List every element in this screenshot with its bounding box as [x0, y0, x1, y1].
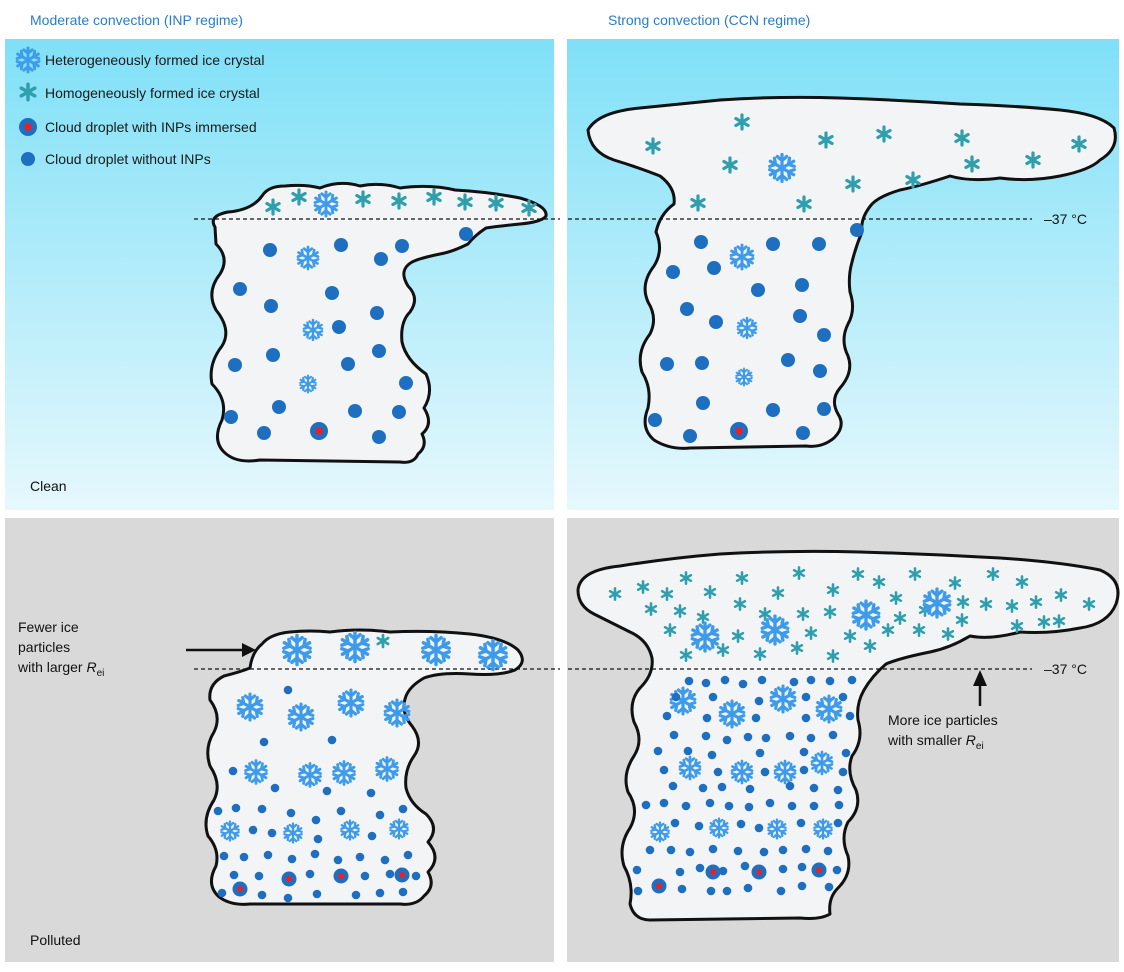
legend-heterogeneous-label: Heterogeneously formed ice crystal: [45, 52, 264, 68]
legend-droplet-label: Cloud droplet without INPs: [45, 151, 211, 167]
isotherm-label: –37 °C: [1044, 661, 1087, 677]
row-label-clean: Clean: [30, 478, 67, 494]
droplet-icon: [21, 152, 35, 166]
legend-homogeneous-label: Homogeneously formed ice crystal: [45, 85, 260, 101]
column-title-strong: Strong convection (CCN regime): [608, 12, 810, 28]
legend-droplet-inp-label: Cloud droplet with INPs immersed: [45, 119, 257, 135]
annotation-more-line1: More ice particles: [888, 712, 998, 728]
annotation-fewer-line1: Fewer ice: [18, 619, 79, 635]
row-label-polluted: Polluted: [30, 932, 81, 948]
isotherm-label: –37 °C: [1044, 211, 1087, 227]
droplet-with-inp-icon: [19, 118, 37, 136]
annotation-fewer-line2: particles: [18, 639, 70, 655]
column-title-moderate: Moderate convection (INP regime): [30, 12, 243, 28]
